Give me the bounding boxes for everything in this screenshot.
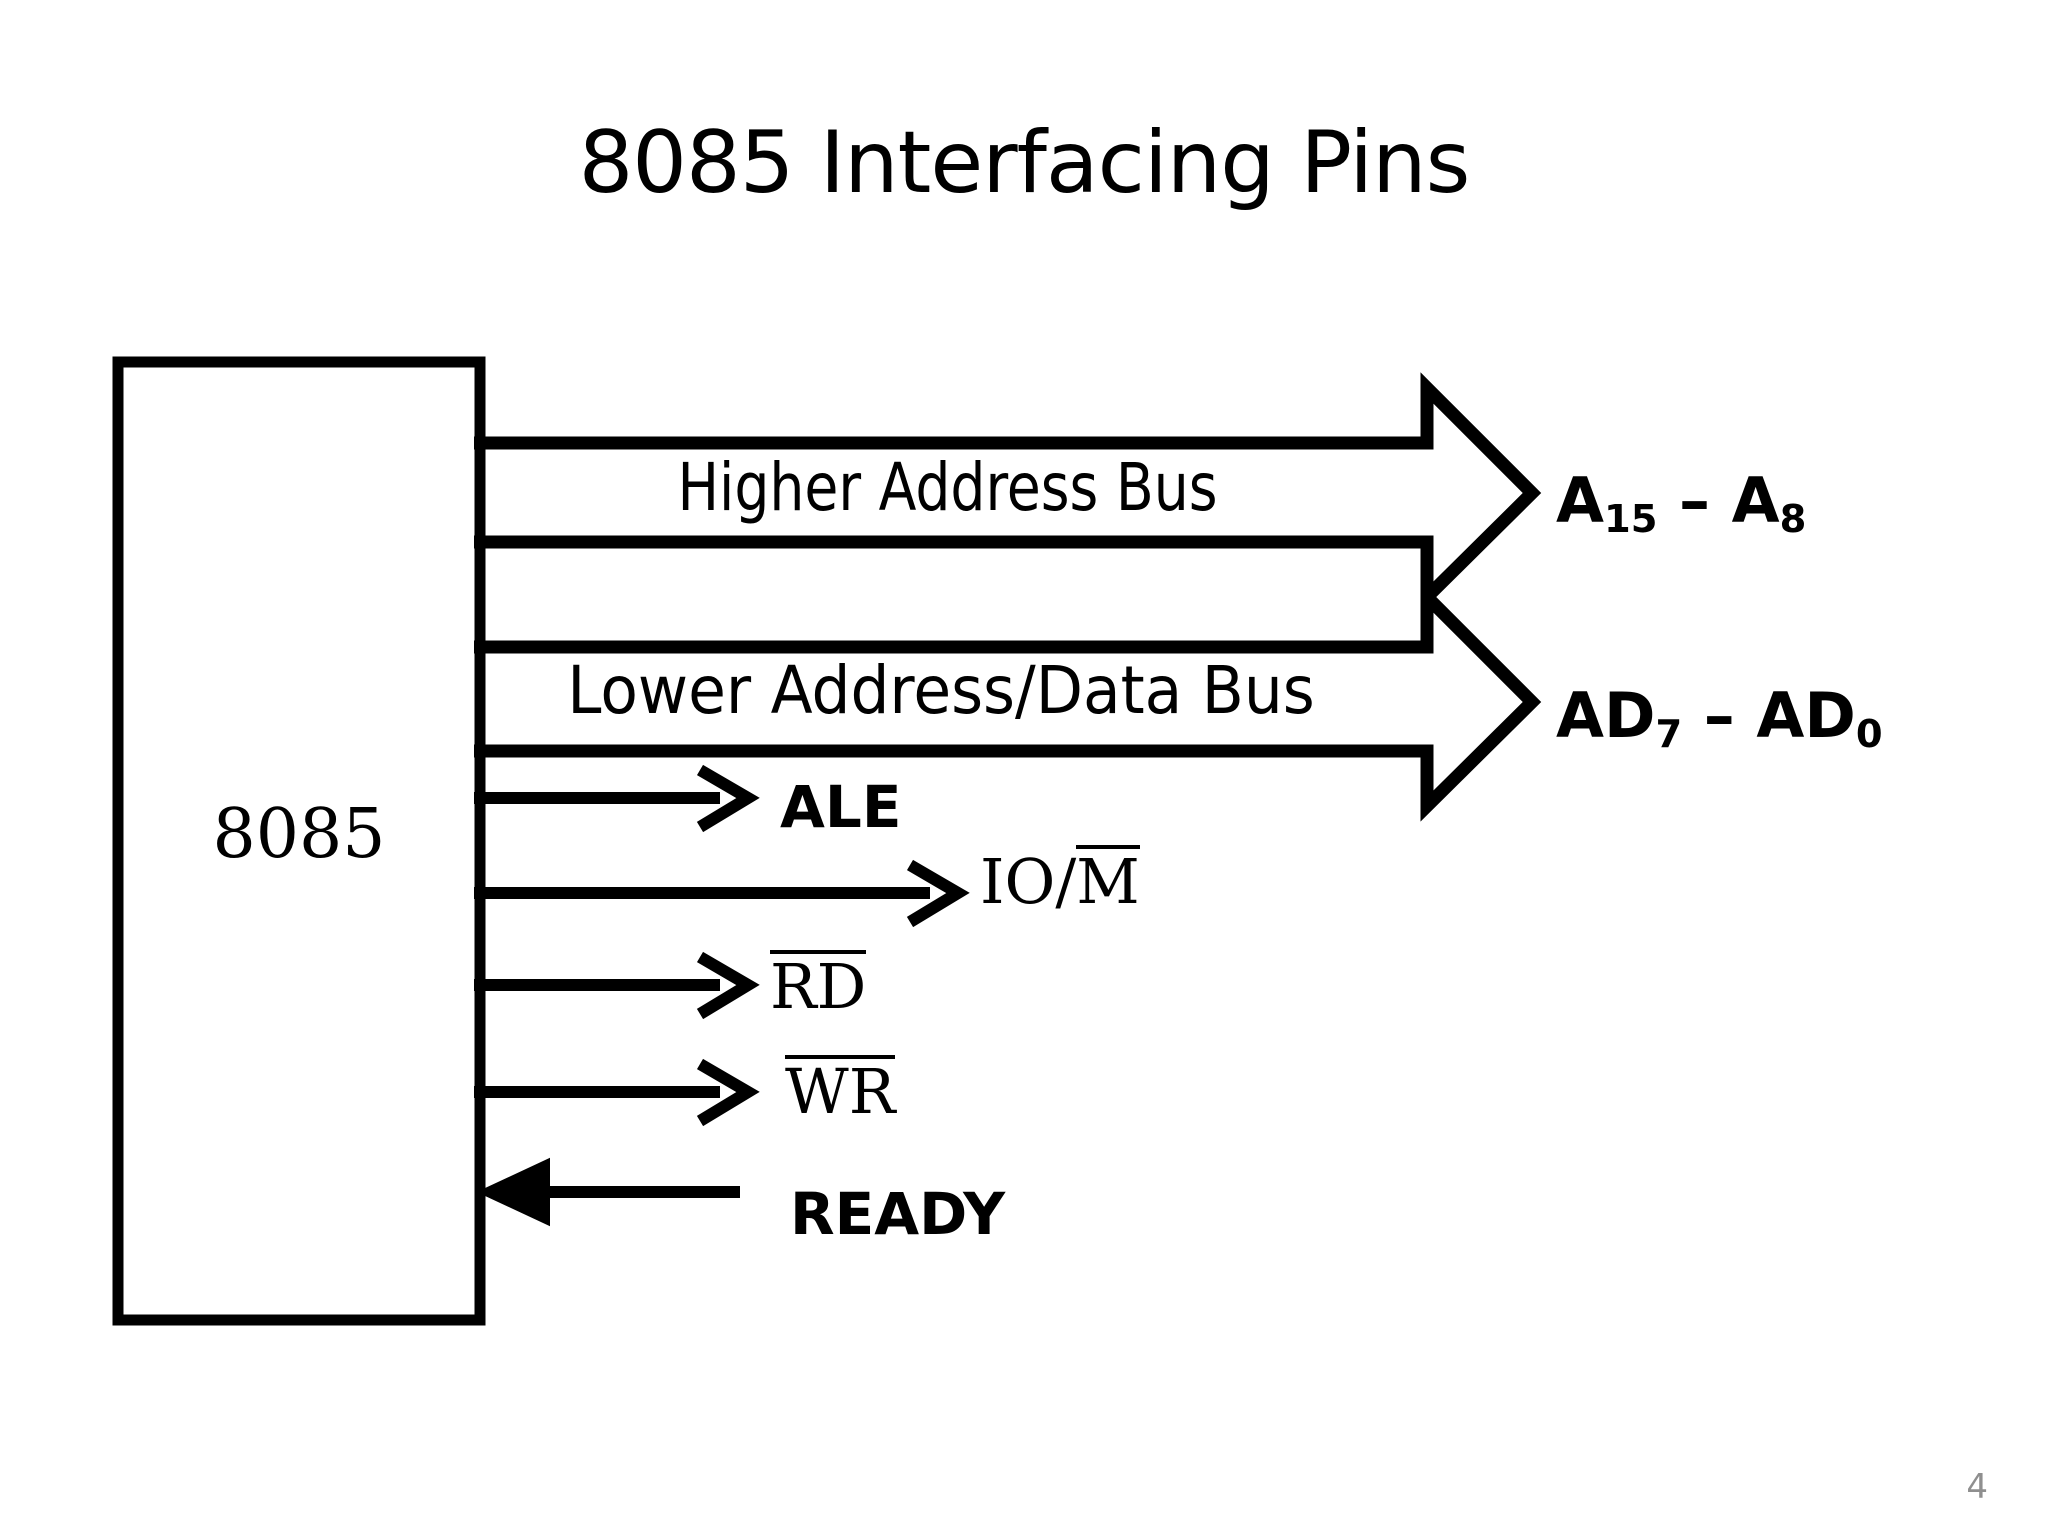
lower-address-data-bus-label: Lower Address/Data Bus [567, 652, 1315, 729]
bus-arrow-middle-band-lower [474, 597, 1434, 654]
wr-arrowhead-icon [696, 1058, 760, 1127]
io-m-signal-label: IO/M [980, 845, 1140, 913]
pin-a-prefix: AD [1556, 679, 1656, 752]
wr-signal-label: WR [785, 1055, 896, 1128]
lower-address-data-bus-arrow [474, 581, 1542, 822]
wr-overlined-text: WR [785, 1055, 896, 1128]
page-number: 4 [1966, 1467, 1988, 1507]
lower-address-data-pin-range: AD7 – AD0 [1556, 685, 1883, 754]
pin-a-prefix: A [1556, 464, 1604, 537]
pin-b-prefix: A [1731, 464, 1780, 537]
io-m-prefix: IO/ [980, 845, 1077, 918]
pin-a-subscript: 15 [1603, 496, 1658, 542]
pin-b-prefix: AD [1756, 679, 1856, 752]
pin-b-subscript: 8 [1779, 496, 1807, 542]
ale-arrowhead-icon [696, 764, 760, 833]
ready-arrowhead-icon [476, 1157, 550, 1227]
cpu-label: 8085 [212, 795, 386, 874]
rd-overlined-text: RD [770, 950, 867, 1023]
io-m-overlined-m: M [1076, 845, 1140, 918]
rd-signal-label: RD [770, 950, 867, 1023]
higher-address-bus-label: Higher Address Bus [677, 449, 1218, 526]
cpu-box [112, 356, 486, 1326]
bus-arrow-middle-band [474, 535, 1434, 597]
ready-signal-label: READY [790, 1180, 1006, 1248]
pin-dash: – [1682, 679, 1757, 752]
pin-dash: – [1657, 464, 1732, 537]
ale-signal-label: ALE [780, 773, 902, 841]
io-m-arrowhead-icon [906, 859, 970, 928]
page-title: 8085 Interfacing Pins [578, 113, 1471, 213]
rd-arrowhead-icon [696, 951, 760, 1020]
pin-a-subscript: 7 [1655, 711, 1683, 757]
pin-b-subscript: 0 [1855, 711, 1883, 757]
higher-address-pin-range: A15 – A8 [1556, 470, 1806, 539]
